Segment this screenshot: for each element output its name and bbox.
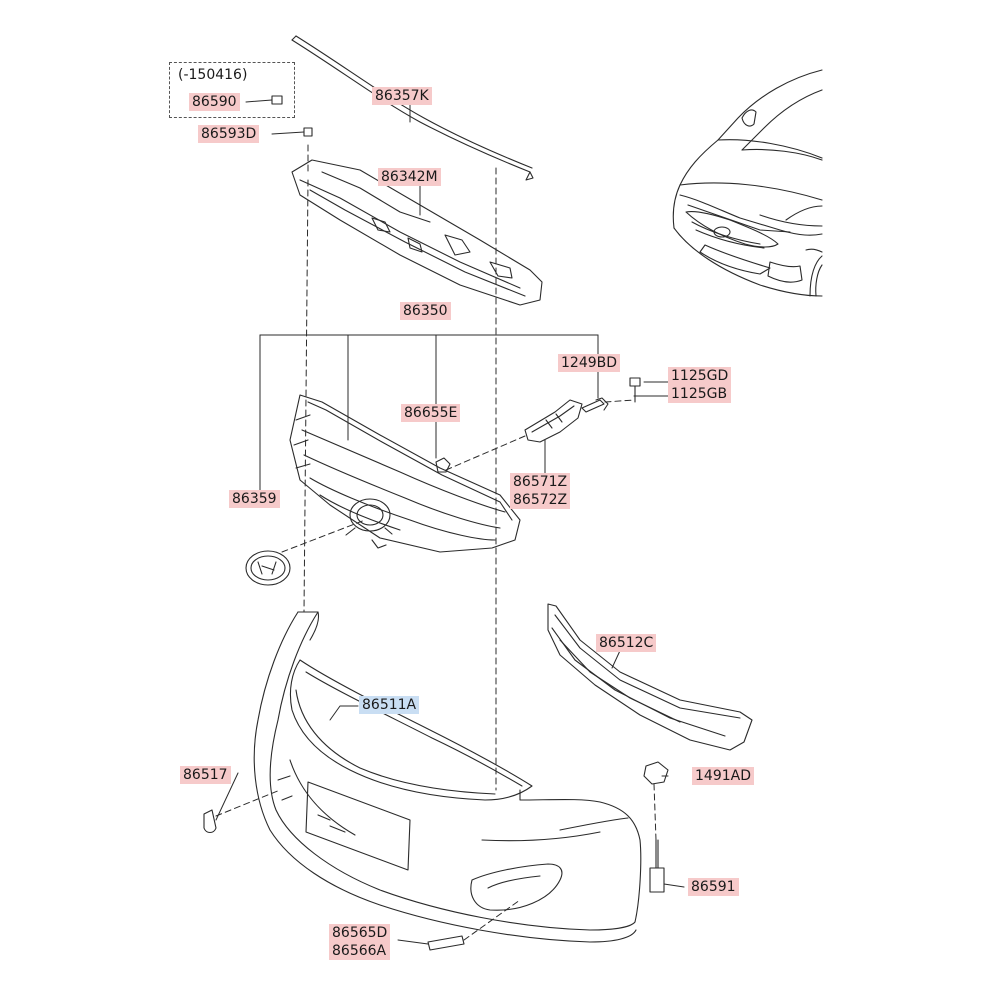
bolt-1249BD — [581, 397, 609, 413]
label-86590[interactable]: 86590 — [189, 93, 240, 111]
bolt-86591 — [649, 839, 665, 893]
nut-1491AD — [643, 761, 669, 785]
upper-cover-86342M — [291, 159, 543, 306]
car-thumbnail — [672, 69, 823, 297]
label-1125GD-1125GB[interactable]: 1125GD 1125GB — [668, 367, 732, 403]
label-1125GB[interactable]: 1125GB — [671, 386, 728, 402]
moulding-strip-86357K — [291, 35, 534, 181]
label-86359[interactable]: 86359 — [229, 490, 280, 508]
option-date-label: (-150416) — [178, 67, 248, 83]
label-86591[interactable]: 86591 — [688, 878, 739, 896]
cover-86565D — [427, 935, 465, 951]
label-86565D[interactable]: 86565D — [332, 925, 388, 941]
label-86342M[interactable]: 86342M — [378, 168, 441, 186]
label-1249BD[interactable]: 1249BD — [558, 354, 621, 372]
clip-86517 — [203, 809, 217, 834]
clip-86655E — [435, 457, 451, 473]
label-86350[interactable]: 86350 — [400, 302, 451, 320]
leader-lines — [215, 99, 685, 945]
label-86655E[interactable]: 86655E — [401, 404, 461, 422]
label-86517[interactable]: 86517 — [180, 766, 231, 784]
fastener-86590 — [271, 95, 283, 105]
bumper-86511A — [253, 611, 642, 943]
lower-grille-86512C — [547, 603, 753, 751]
label-86512C[interactable]: 86512C — [596, 634, 657, 652]
assembly-lines — [215, 144, 657, 941]
fastener-86593D — [303, 127, 313, 137]
label-86357K[interactable]: 86357K — [372, 87, 432, 105]
label-86565D-86566A[interactable]: 86565D 86566A — [329, 924, 391, 960]
label-86572Z[interactable]: 86572Z — [513, 492, 568, 508]
label-86571Z-86572Z[interactable]: 86571Z 86572Z — [510, 473, 571, 509]
label-1491AD[interactable]: 1491AD — [692, 767, 754, 785]
option-date-box — [169, 62, 295, 118]
label-86566A[interactable]: 86566A — [332, 943, 387, 959]
label-86571Z[interactable]: 86571Z — [513, 474, 568, 490]
label-86511A[interactable]: 86511A — [359, 696, 420, 714]
screw-1125GD — [629, 377, 641, 403]
label-1125GD[interactable]: 1125GD — [671, 368, 729, 384]
bracket-86571Z — [524, 399, 583, 443]
label-86593D[interactable]: 86593D — [198, 125, 260, 143]
emblem-86359 — [245, 550, 291, 586]
